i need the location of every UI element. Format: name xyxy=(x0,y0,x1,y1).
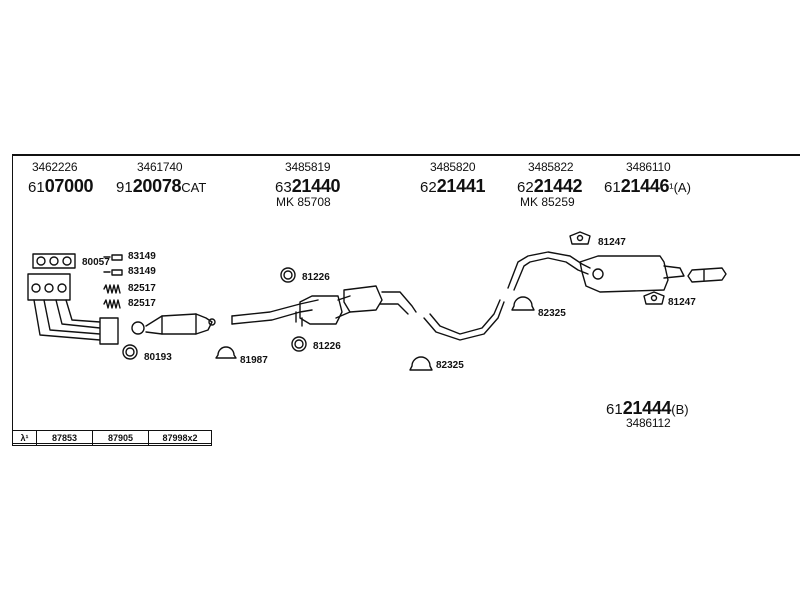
middle-silencer-icon xyxy=(295,285,417,327)
label-80057: 80057 xyxy=(82,257,110,268)
connecting-pipe-icon xyxy=(423,299,505,341)
part-ref-2: 3461740 xyxy=(137,160,183,174)
mk-number-3: MK 85708 xyxy=(276,195,331,209)
part-ref-3: 3485819 xyxy=(285,160,331,174)
manifold-gasket-icon xyxy=(32,253,76,269)
label-82325-a: 82325 xyxy=(436,360,464,371)
table-cell: 87905 xyxy=(93,431,149,445)
catalytic-converter-icon xyxy=(131,313,216,335)
part-number-2: 9120078CAT xyxy=(116,176,207,196)
label-83149-a: 83149 xyxy=(128,251,156,262)
label-82517-b: 82517 xyxy=(128,298,156,309)
label-81247-a: 81247 xyxy=(598,237,626,248)
label-83149-b: 83149 xyxy=(128,266,156,277)
part-number-1: 6107000 xyxy=(28,176,94,196)
spring-icon xyxy=(103,299,121,309)
seal-ring-icon xyxy=(291,336,307,352)
label-82517-a: 82517 xyxy=(128,283,156,294)
part-number-5: 6221442 xyxy=(517,176,583,196)
part-ref-4: 3485820 xyxy=(430,160,476,174)
table-cell: 87998x2 xyxy=(162,433,198,443)
tailpipe-tip-icon xyxy=(687,267,727,283)
mounting-kit-table: λ¹ 87853 87905 87998x2 xyxy=(12,430,212,446)
clamp-icon xyxy=(215,346,237,359)
rubber-hanger-icon xyxy=(569,231,591,245)
label-80193: 80193 xyxy=(144,352,172,363)
bottom-border-line xyxy=(12,443,212,444)
intermediate-pipe-icon xyxy=(231,299,319,325)
clamp-icon xyxy=(511,296,535,311)
label-82325-b: 82325 xyxy=(538,308,566,319)
label-81987: 81987 xyxy=(240,355,268,366)
rubber-hanger-icon xyxy=(643,291,665,305)
seal-ring-icon xyxy=(280,267,296,283)
spring-icon xyxy=(103,284,121,294)
left-border-line xyxy=(12,154,13,444)
mk-number-5: MK 85259 xyxy=(520,195,575,209)
table-cell: 87853 xyxy=(37,431,93,445)
table-symbol: λ¹ xyxy=(13,431,37,445)
label-81226-b: 81226 xyxy=(313,341,341,352)
rear-pipe-icon xyxy=(507,251,591,291)
label-81247-b: 81247 xyxy=(668,297,696,308)
part-ref-bottom: 3486112 xyxy=(626,416,671,430)
top-border-line xyxy=(12,154,800,156)
part-ref-1: 3462226 xyxy=(32,160,78,174)
part-number-3: 6321440 xyxy=(275,176,341,196)
part-number-4: 6221441 xyxy=(420,176,486,196)
seal-ring-icon xyxy=(122,344,138,360)
rear-silencer-icon xyxy=(579,255,685,293)
bolt-icon xyxy=(103,269,123,276)
bolt-icon xyxy=(103,254,123,261)
part-ref-6: 3486110 xyxy=(626,160,671,174)
part-ref-5: 3485822 xyxy=(528,160,574,174)
exhaust-manifold-icon xyxy=(27,273,119,345)
part-number-6: 6121446¹(A) xyxy=(604,176,691,196)
label-81226-a: 81226 xyxy=(302,272,330,283)
part-number-bottom: 6121444(B) xyxy=(606,398,689,418)
clamp-icon xyxy=(409,356,433,371)
